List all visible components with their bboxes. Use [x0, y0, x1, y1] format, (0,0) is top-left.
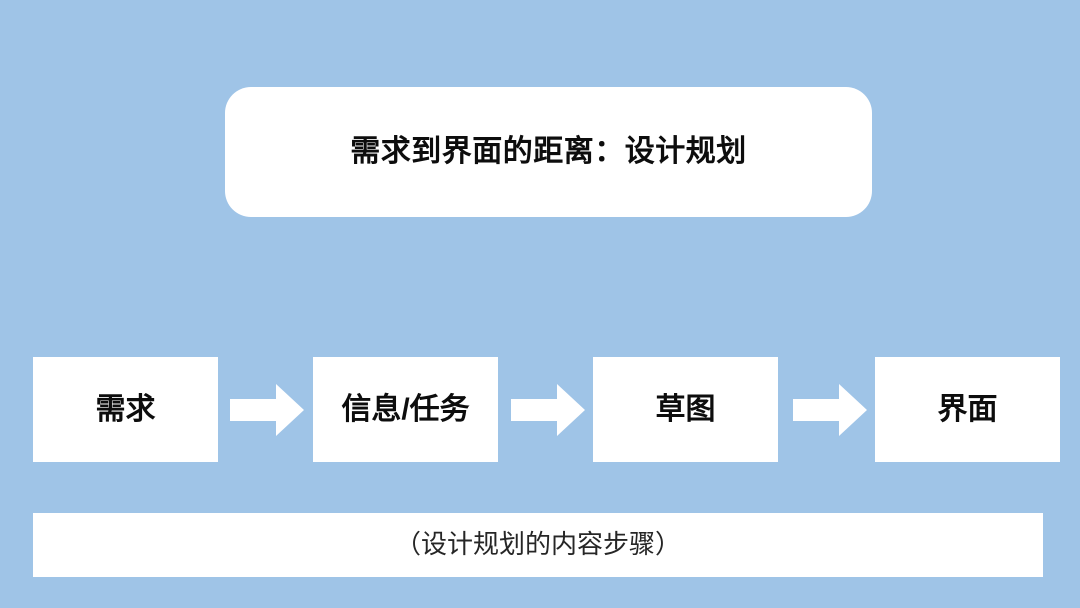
flow-step-label: 信息/任务: [341, 392, 470, 426]
flow-step-3: 草图: [593, 357, 778, 462]
caption-bar: （设计规划的内容步骤）: [33, 513, 1043, 577]
arrow-right-icon: [230, 384, 304, 436]
page-title: 需求到界面的距离：设计规划: [350, 135, 747, 168]
flow-step-label: 界面: [937, 392, 998, 426]
arrow-right-icon: [793, 384, 867, 436]
flow-step-1: 需求: [33, 357, 218, 462]
process-flow: 需求 信息/任务 草图 界面: [33, 357, 1060, 462]
arrow-right-icon: [511, 384, 585, 436]
flow-step-label: 需求: [95, 392, 156, 426]
flow-step-label: 草图: [655, 392, 716, 426]
title-card: 需求到界面的距离：设计规划: [225, 87, 872, 217]
flow-step-2: 信息/任务: [313, 357, 498, 462]
flow-step-4: 界面: [875, 357, 1060, 462]
caption-text: （设计规划的内容步骤）: [394, 529, 681, 560]
